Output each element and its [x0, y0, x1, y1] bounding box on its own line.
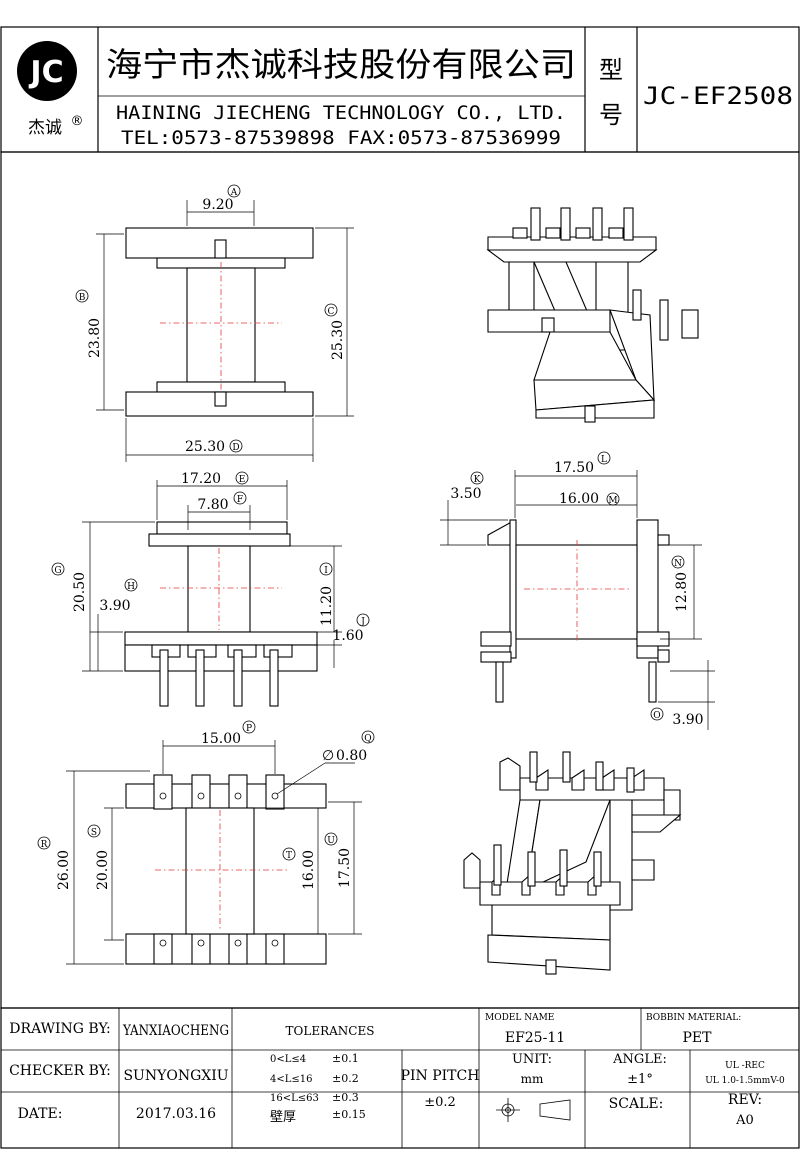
dim-c-marker: C	[328, 307, 335, 317]
rev-value: A0	[735, 1113, 754, 1128]
rev-label: REV:	[728, 1092, 762, 1108]
dim-t-value: 16.00	[301, 850, 317, 890]
company-name-chinese: 海宁市杰诚科技股份有限公司	[106, 45, 576, 84]
pin-pitch-label: PIN PITCH	[401, 1068, 480, 1084]
logo-chinese-name: 杰诚	[28, 118, 62, 138]
footer-table: DRAWING BY: YANXIAOCHENG CHECKER BY: SUN…	[0, 1007, 800, 1149]
tol-range-4: 壁厚	[270, 1110, 296, 1125]
model-name-label: MODEL NAME	[485, 1013, 554, 1023]
model-label-bottom: 号	[599, 101, 623, 129]
dim-n-value: 12.80	[674, 572, 690, 612]
dim-l-value: 17.50	[554, 460, 594, 476]
unit-value: mm	[521, 1072, 544, 1086]
tol-value-2: ±0.2	[332, 1072, 359, 1085]
company-logo: JC 杰诚 ®	[17, 41, 84, 138]
projection-symbol-icon	[496, 1098, 571, 1122]
tol-range-1: 0<L≤4	[270, 1054, 306, 1065]
drawing-by-label: DRAWING BY:	[9, 1021, 110, 1037]
registered-mark: ®	[71, 114, 84, 129]
logo-letters: JC	[28, 55, 63, 90]
dim-a-marker: A	[230, 188, 238, 198]
dim-n-marker: N	[674, 559, 682, 569]
side-view-left: 17.20 E 7.80 F 20.50 G 3.90 H 11.20 I 1.…	[51, 471, 370, 707]
dim-o-value: 3.90	[672, 712, 703, 728]
dim-f-marker: F	[237, 495, 243, 505]
dim-q-symbol: ∅	[322, 748, 334, 764]
tol-range-2: 4<L≤16	[270, 1074, 313, 1085]
checker-by-label: CHECKER BY:	[9, 1063, 111, 1079]
dim-q-marker: Q	[364, 734, 371, 744]
dim-g-marker: G	[54, 566, 61, 576]
dim-h-marker: H	[127, 582, 135, 592]
dim-c-value: 25.30	[330, 320, 346, 360]
pin-pitch-value: ±0.2	[424, 1095, 456, 1110]
dim-t-marker: T	[286, 851, 292, 861]
dim-i-marker: I	[324, 566, 328, 576]
dim-a-value: 9.20	[202, 197, 233, 213]
dim-l-marker: L	[601, 455, 607, 465]
tolerances-label: TOLERANCES	[286, 1024, 375, 1038]
ul-rating-line-2: UL 1.0-1.5mmV-0	[705, 1076, 785, 1086]
dim-e-value: 17.20	[181, 471, 221, 487]
checker-by-value: SUNYONGXIU	[123, 1068, 228, 1084]
dim-r-marker: R	[41, 840, 48, 850]
side-view-right: 17.50 L 16.00 M 3.50 K 12.80 N 3.90 O	[440, 451, 715, 730]
dim-g-value: 20.50	[72, 572, 88, 612]
tol-value-3: ±0.3	[332, 1091, 359, 1104]
dim-d-value: 25.30	[185, 439, 225, 455]
front-view: 9.20 A 23.80 B 25.30 C 25.30 D	[75, 184, 354, 462]
dim-s-value: 20.00	[95, 850, 111, 890]
bobbin-material-label: BOBBIN MATERIAL:	[646, 1013, 741, 1023]
dim-j-marker: J	[360, 617, 365, 627]
dim-m-value: 16.00	[559, 491, 599, 507]
dim-m-marker: M	[608, 496, 617, 506]
model-name-value: EF25-11	[505, 1030, 565, 1046]
company-contact: TEL:0573-87539898 FAX:0573-87536999	[121, 127, 561, 149]
isometric-view-top	[486, 207, 699, 423]
dim-k-value: 3.50	[450, 486, 481, 502]
dim-i-value: 11.20	[319, 586, 335, 626]
tol-value-4: ±0.15	[332, 1108, 366, 1121]
company-name-english: HAINING JIECHENG TECHNOLOGY CO., LTD.	[116, 102, 566, 124]
dim-k-marker: K	[474, 475, 481, 485]
dim-h-value: 3.90	[99, 598, 130, 614]
model-label-top: 型	[599, 56, 623, 84]
tol-value-1: ±0.1	[332, 1052, 359, 1065]
dim-u-value: 17.50	[337, 848, 353, 888]
dim-b-value: 23.80	[87, 318, 103, 358]
ul-rating-line-1: UL -REC	[725, 1061, 765, 1071]
dim-e-marker: E	[239, 475, 246, 485]
dim-f-value: 7.80	[197, 497, 228, 513]
bobbin-material-value: PET	[683, 1030, 713, 1046]
date-value: 2017.03.16	[136, 1106, 216, 1122]
angle-value: ±1°	[627, 1072, 653, 1087]
dim-q-value: 0.80	[336, 748, 367, 764]
title-block: JC 杰诚 ® 海宁市杰诚科技股份有限公司 HAINING JIECHENG T…	[0, 26, 800, 153]
dim-s-marker: S	[91, 828, 97, 838]
unit-label: UNIT:	[512, 1052, 552, 1067]
date-label: DATE:	[18, 1106, 63, 1122]
scale-label: SCALE:	[609, 1096, 664, 1112]
bottom-view: 15.00 P ∅ 0.80 Q 26.00 R 20.00 S 16.00 T…	[37, 720, 375, 965]
drawing-by-value: YANXIAOCHENG	[122, 1023, 229, 1039]
logo-circle	[17, 41, 77, 101]
dim-b-marker: B	[79, 293, 86, 303]
dim-j-value: 1.60	[332, 628, 363, 644]
isometric-view-bottom	[463, 751, 682, 975]
angle-label: ANGLE:	[612, 1052, 667, 1067]
dim-o-marker: O	[653, 711, 660, 721]
dim-p-value: 15.00	[201, 731, 241, 747]
dim-u-marker: U	[327, 836, 335, 846]
model-number: JC-EF2508	[643, 82, 793, 110]
dim-p-marker: P	[246, 724, 252, 734]
dim-r-value: 26.00	[56, 850, 72, 890]
dim-d-marker: D	[232, 443, 239, 453]
tol-range-3: 16<L≤63	[270, 1093, 319, 1104]
